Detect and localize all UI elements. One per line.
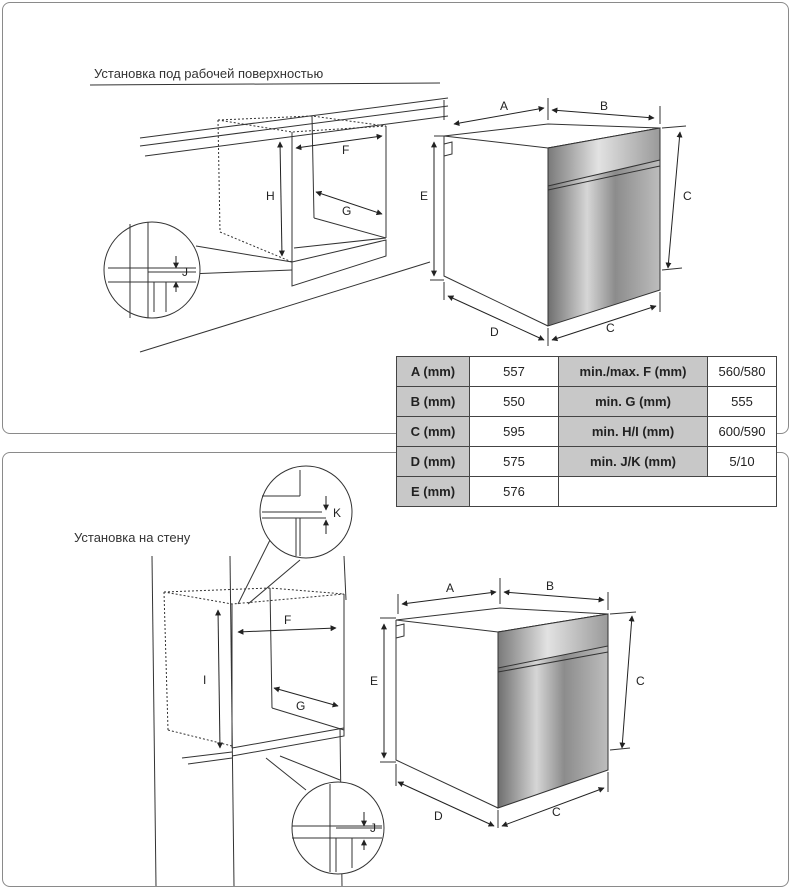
- countertop-title: Установка под рабочей поверхностью: [94, 66, 323, 81]
- dim-a-bottom-label: A: [446, 581, 454, 595]
- wall-title: Установка на стену: [74, 530, 191, 545]
- dim-f-line: [295, 133, 383, 151]
- dim-b-bottom-line: [503, 589, 605, 603]
- dim-i-line: [215, 609, 223, 749]
- countertop-niche: [217, 115, 387, 287]
- table-label-hi: min. H/I (mm): [558, 416, 708, 447]
- table-label-c: C (mm): [396, 416, 470, 447]
- table-label-d: D (mm): [396, 446, 470, 477]
- table-row: A (mm) 557 min./max. F (mm) 560/580: [396, 356, 777, 387]
- dim-b-top-line: [551, 107, 655, 121]
- dim-c-top-right-label: C: [683, 189, 692, 203]
- table-empty-cell: [558, 476, 777, 507]
- dim-e-bottom-label: E: [370, 674, 378, 688]
- oven-top: [443, 123, 661, 327]
- table-value-b: 550: [469, 386, 559, 417]
- table-row: E (mm) 576: [396, 476, 777, 507]
- table-value-g: 555: [707, 386, 777, 417]
- oven-top-extension-lines: [430, 98, 687, 346]
- oven-bottom-extension-lines: [380, 578, 637, 828]
- table-value-f: 560/580: [707, 356, 777, 387]
- dim-g-line: [315, 190, 383, 216]
- dim-e-top-label: E: [420, 189, 428, 203]
- detail-magnifier-j-bottom: [265, 755, 385, 875]
- table-label-f: min./max. F (mm): [558, 356, 708, 387]
- dim-h-label: H: [266, 189, 275, 203]
- table-value-d: 575: [469, 446, 559, 477]
- dim-c-bottom-right-label: C: [636, 674, 645, 688]
- dim-c-bottom-bottom-label: C: [552, 805, 561, 819]
- dim-b-top-label: B: [600, 99, 608, 113]
- dim-c-top-bottom-label: C: [606, 321, 615, 335]
- dim-f-wall-line: [237, 625, 337, 635]
- dim-f-label: F: [342, 143, 349, 157]
- dim-k-label: K: [333, 506, 341, 520]
- dim-g-wall-line: [273, 686, 339, 708]
- dim-a-top-label: A: [500, 99, 508, 113]
- dim-f-wall-label: F: [284, 613, 291, 627]
- dim-a-bottom-line: [401, 589, 497, 607]
- dim-c-bottom-right-line: [619, 615, 635, 749]
- dim-g-label: G: [342, 204, 351, 218]
- dim-b-bottom-label: B: [546, 579, 554, 593]
- table-label-e: E (mm): [396, 476, 470, 507]
- table-row: D (mm) 575 min. J/K (mm) 5/10: [396, 446, 777, 477]
- wall-niche: [163, 587, 345, 757]
- dim-h-line: [277, 141, 285, 257]
- dim-j-bottom-label: J: [370, 821, 376, 835]
- oven-bottom: [395, 607, 609, 809]
- dim-d-bottom-label: D: [434, 809, 443, 823]
- dim-i-label: I: [203, 673, 206, 687]
- dim-g-wall-label: G: [296, 699, 305, 713]
- dim-j-top-label: J: [182, 265, 188, 279]
- dim-c-top-bottom-line: [551, 304, 657, 342]
- dim-c-top-right-line: [665, 131, 683, 269]
- detail-magnifier-k: [237, 465, 353, 605]
- dimension-spec-table: A (mm) 557 min./max. F (mm) 560/580 B (m…: [396, 356, 777, 507]
- dim-d-top-line: [447, 295, 545, 341]
- table-value-hi: 600/590: [707, 416, 777, 447]
- table-label-b: B (mm): [396, 386, 470, 417]
- table-row: C (mm) 595 min. H/I (mm) 600/590: [396, 416, 777, 447]
- dim-c-bottom-bottom-line: [501, 787, 605, 827]
- table-label-g: min. G (mm): [558, 386, 708, 417]
- dim-a-top-line: [453, 105, 545, 127]
- dim-d-bottom-line: [397, 781, 495, 827]
- detail-magnifier-j-top: [103, 221, 293, 319]
- table-label-jk: min. J/K (mm): [558, 446, 708, 477]
- table-value-jk: 5/10: [707, 446, 777, 477]
- table-row: B (mm) 550 min. G (mm) 555: [396, 386, 777, 417]
- table-label-a: A (mm): [396, 356, 470, 387]
- dim-d-top-label: D: [490, 325, 499, 339]
- table-value-a: 557: [469, 356, 559, 387]
- table-value-e: 576: [469, 476, 559, 507]
- table-value-c: 595: [469, 416, 559, 447]
